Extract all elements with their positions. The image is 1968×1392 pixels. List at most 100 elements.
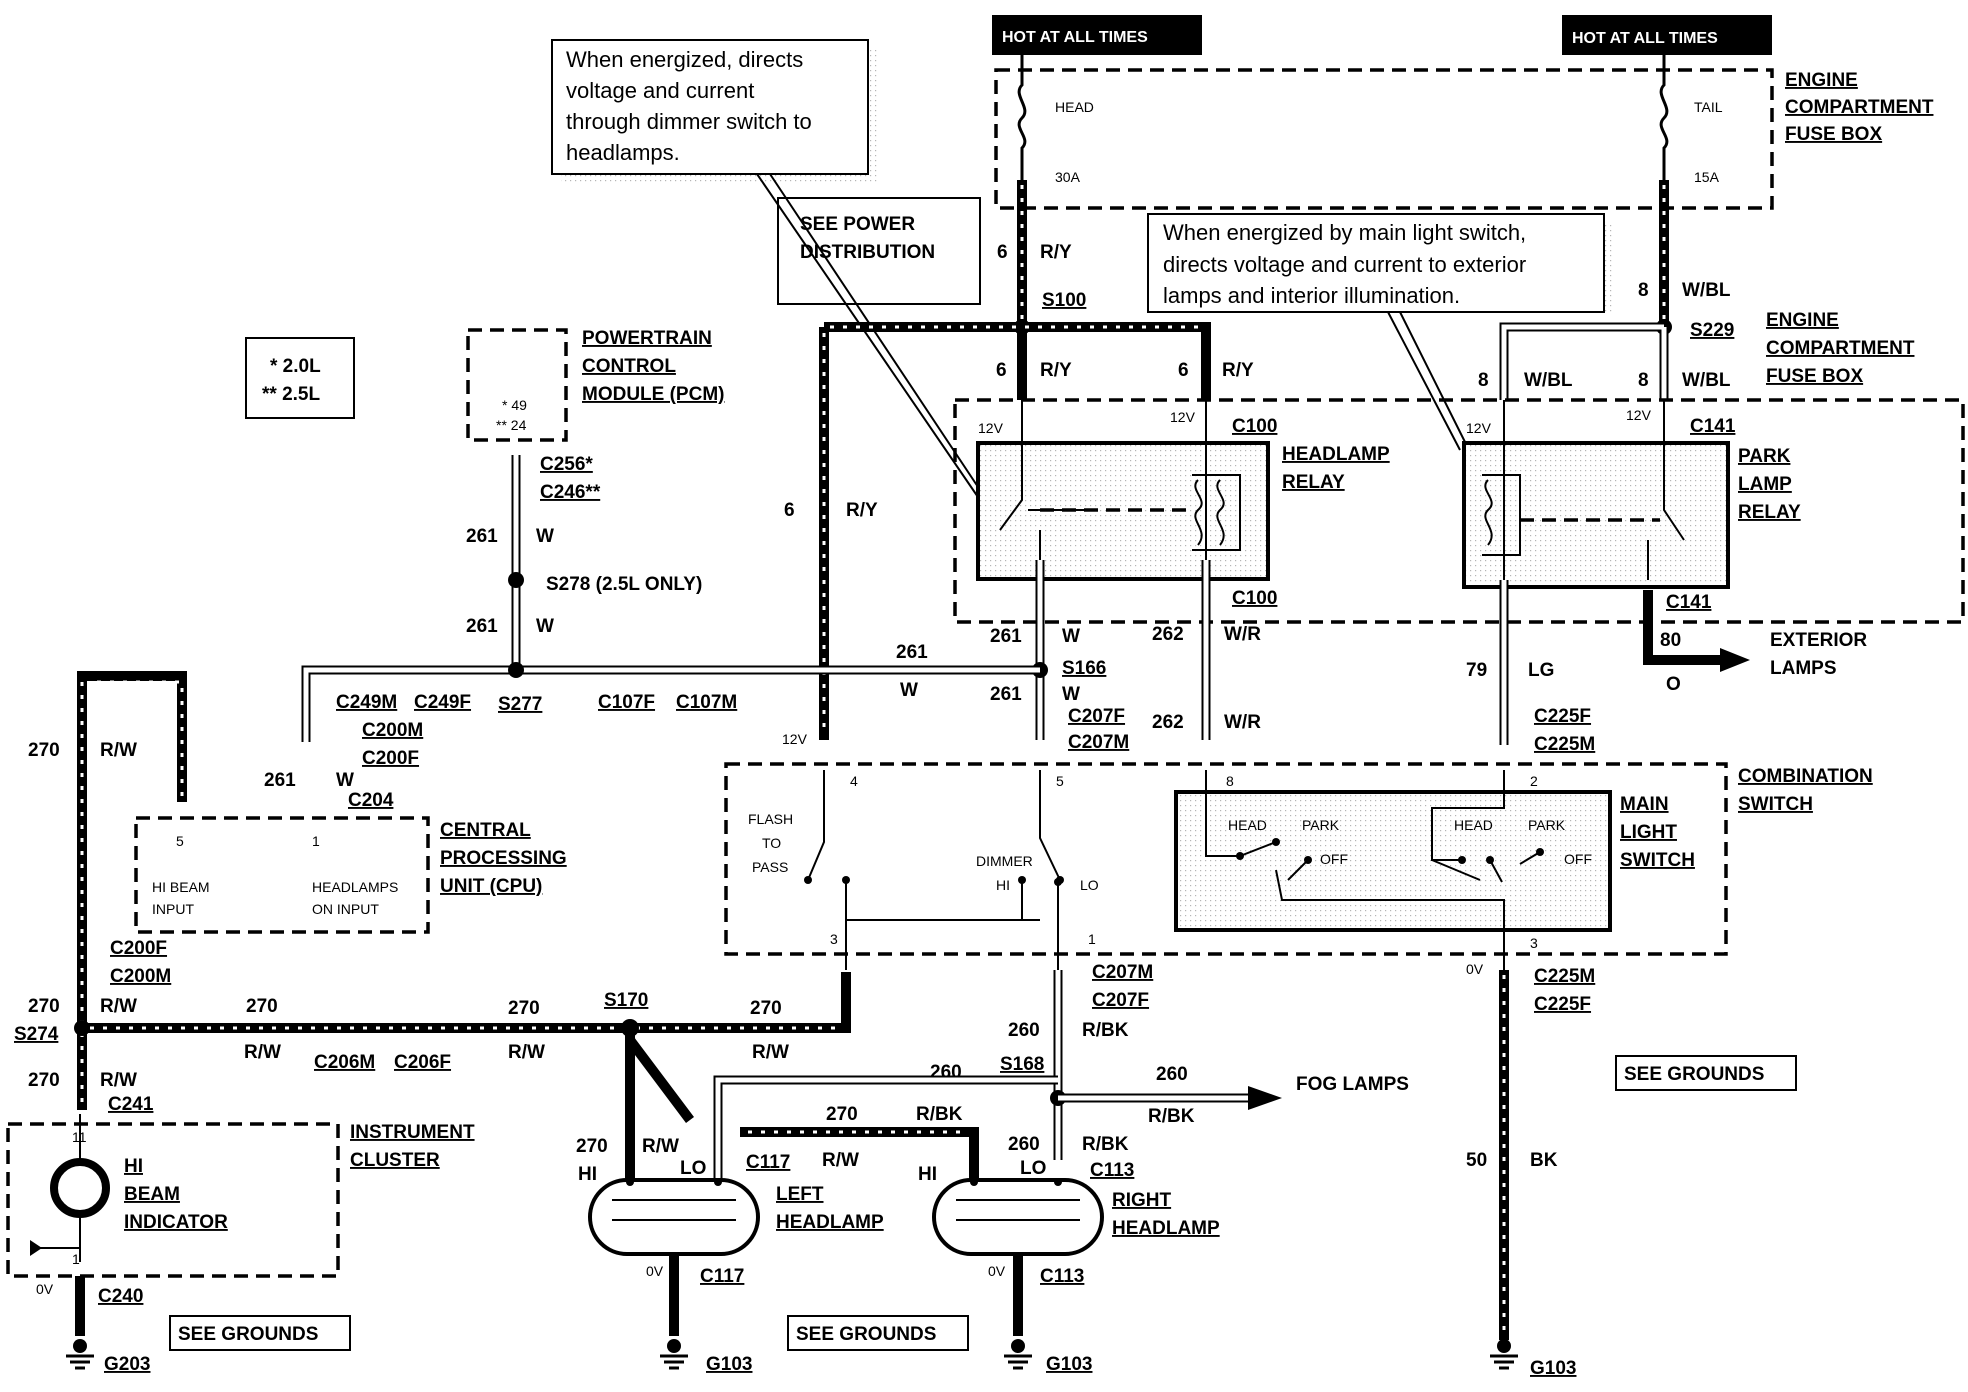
fuse-box-top-name-2: COMPARTMENT	[1785, 97, 1934, 118]
label-components-switch_positions-1: PARK	[1528, 817, 1566, 833]
park-relay-note: When energized by main light switch, dir…	[1147, 213, 1613, 313]
label-components-right_headlamp-0: RIGHT	[1112, 1190, 1172, 1211]
label-labels-n6: 6	[996, 360, 1007, 381]
label-components-left_headlamp-0: LEFT	[776, 1184, 824, 1205]
label-labels-c107f: C107F	[598, 692, 655, 713]
label-fuse_box-mid_name-0: ENGINE	[1766, 310, 1839, 331]
label-labels-p4: 4	[850, 773, 858, 789]
label-components-cpu_inputs-3: ON INPUT	[312, 901, 379, 917]
combo-switch-contacts	[807, 770, 1541, 970]
label-labels-lo: LO	[1020, 1158, 1046, 1179]
label-components-hi_beam_indicator-2: INDICATOR	[124, 1212, 228, 1233]
label-labels-p5: 5	[1056, 773, 1064, 789]
label-components-main_light_switch-2: SWITCH	[1620, 850, 1695, 871]
headlamp-relay-contacts	[999, 400, 1241, 560]
label-labels-p3: 3	[830, 931, 838, 947]
label-labels-rbk: R/BK	[1148, 1106, 1195, 1127]
label-components-cpu-2: UNIT (CPU)	[440, 876, 542, 897]
fuse-box-top-name-3: FUSE BOX	[1785, 124, 1882, 145]
label-labels-rw: R/W	[642, 1136, 679, 1157]
label-labels-n261: 261	[466, 616, 498, 637]
label-components-left_headlamp-1: HEADLAMP	[776, 1212, 884, 1233]
label-labels-n270: 270	[246, 996, 278, 1017]
label-components-right_headlamp-1: HEADLAMP	[1112, 1218, 1220, 1239]
headlamp-relay-note: When energized, directs voltage and curr…	[551, 39, 877, 184]
label-labels-v12: 12V	[1626, 407, 1652, 423]
label-components-headlamp_relay-1: RELAY	[1282, 472, 1345, 493]
head-fuse-amp: 30A	[1055, 169, 1081, 185]
label-labels-ry: R/Y	[1040, 242, 1072, 263]
label-labels-p1: 1	[312, 833, 320, 849]
label-labels-n8: 8	[1638, 280, 1649, 301]
fuse-box-top-name-1: ENGINE	[1785, 70, 1858, 91]
label-notes-relay_note-1: voltage and current	[566, 78, 754, 103]
park-relay-contacts	[1482, 400, 1685, 580]
label-labels-rw: R/W	[100, 996, 137, 1017]
label-labels-c207f: C207F	[1092, 990, 1149, 1011]
label-labels-c207f: C207F	[1068, 706, 1125, 727]
label-labels-wbl: W/BL	[1682, 370, 1731, 391]
label-grounds-see: SEE GROUNDS	[178, 1324, 318, 1345]
label-labels-c117: C117	[746, 1152, 790, 1173]
label-components-cpu-1: PROCESSING	[440, 848, 567, 869]
label-components-switch_positions-0: HEAD	[1454, 817, 1493, 833]
label-labels-n270: 270	[28, 740, 60, 761]
label-labels-w: W	[536, 526, 554, 547]
label-grounds-see: SEE GROUNDS	[796, 1324, 936, 1345]
label-fuse_box-mid_name-1: COMPARTMENT	[1766, 338, 1915, 359]
note-leader-lines	[756, 173, 1471, 506]
label-labels-n79: 79	[1466, 660, 1487, 681]
label-labels-c200m: C200M	[362, 720, 423, 741]
label-labels-w: W	[900, 680, 918, 701]
label-labels-c100: C100	[1232, 416, 1277, 437]
label-labels-n50: 50	[1466, 1150, 1487, 1171]
label-components-hi_beam_indicator-1: BEAM	[124, 1184, 180, 1205]
label-labels-w: W	[1062, 684, 1080, 705]
label-components-instrument_cluster-0: INSTRUMENT	[350, 1122, 475, 1143]
label-notes-park_note-2: lamps and interior illumination.	[1163, 283, 1460, 308]
label-labels-bk: BK	[1530, 1150, 1558, 1171]
label-labels-v0: 0V	[988, 1263, 1006, 1279]
label-labels-p1: 1	[72, 1251, 80, 1267]
label-labels-n270: 270	[750, 998, 782, 1019]
label-labels-v0: 0V	[1466, 961, 1484, 977]
see-grounds-3: SEE GROUNDS	[1615, 1055, 1797, 1091]
label-labels-s278: S278 (2.5L ONLY)	[546, 574, 702, 595]
label-labels-w: W	[336, 770, 354, 791]
hot-at-all-times-left	[992, 15, 1202, 55]
label-labels-v0: 0V	[36, 1281, 54, 1297]
label-labels-c207m: C207M	[1092, 962, 1153, 983]
label-labels-c256: C256*	[540, 454, 593, 475]
label-labels-c225f: C225F	[1534, 994, 1591, 1015]
label-labels-c200f: C200F	[110, 938, 167, 959]
label-components-combination_switch-1: SWITCH	[1738, 794, 1813, 815]
label-notes-see_power-1: DISTRIBUTION	[800, 242, 935, 263]
label-components-dimmer-1: HI	[996, 877, 1010, 893]
label-components-pcm-0: POWERTRAIN	[582, 328, 712, 349]
label-labels-c204: C204	[348, 790, 394, 811]
label-labels-p2: 2	[1530, 773, 1538, 789]
label-labels-rbk: R/BK	[1082, 1134, 1129, 1155]
hot-label-left: HOT AT ALL TIMES	[1002, 29, 1148, 46]
label-labels-n6: 6	[1178, 360, 1189, 381]
label-labels-c200m: C200M	[110, 966, 171, 987]
label-labels-s170: S170	[604, 990, 648, 1011]
label-labels-rbk: R/BK	[916, 1104, 963, 1125]
label-notes-relay_note-0: When energized, directs	[566, 47, 803, 72]
label-components-main_light_switch-0: MAIN	[1620, 794, 1669, 815]
label-labels-c249m: C249M	[336, 692, 397, 713]
label-labels-n270: 270	[28, 996, 60, 1017]
ground-g103-mid-icon	[1004, 1339, 1032, 1370]
label-labels-s100: S100	[1042, 290, 1086, 311]
label-labels-ry: R/Y	[1040, 360, 1072, 381]
label-components-flash_to_pass-1: TO	[762, 835, 781, 851]
label-labels-c246: C246**	[540, 482, 601, 503]
label-components-switch_positions-2: OFF	[1564, 851, 1592, 867]
label-notes-park_note-1: directs voltage and current to exterior	[1163, 252, 1526, 277]
label-components-exterior_lamps-1: LAMPS	[1770, 658, 1837, 679]
label-labels-n80: 80	[1660, 630, 1681, 651]
label-labels-rw: R/W	[244, 1042, 281, 1063]
label-labels-n262: 262	[1152, 712, 1184, 733]
label-labels-n261: 261	[466, 526, 498, 547]
label-grounds-g103: G103	[1530, 1358, 1576, 1379]
